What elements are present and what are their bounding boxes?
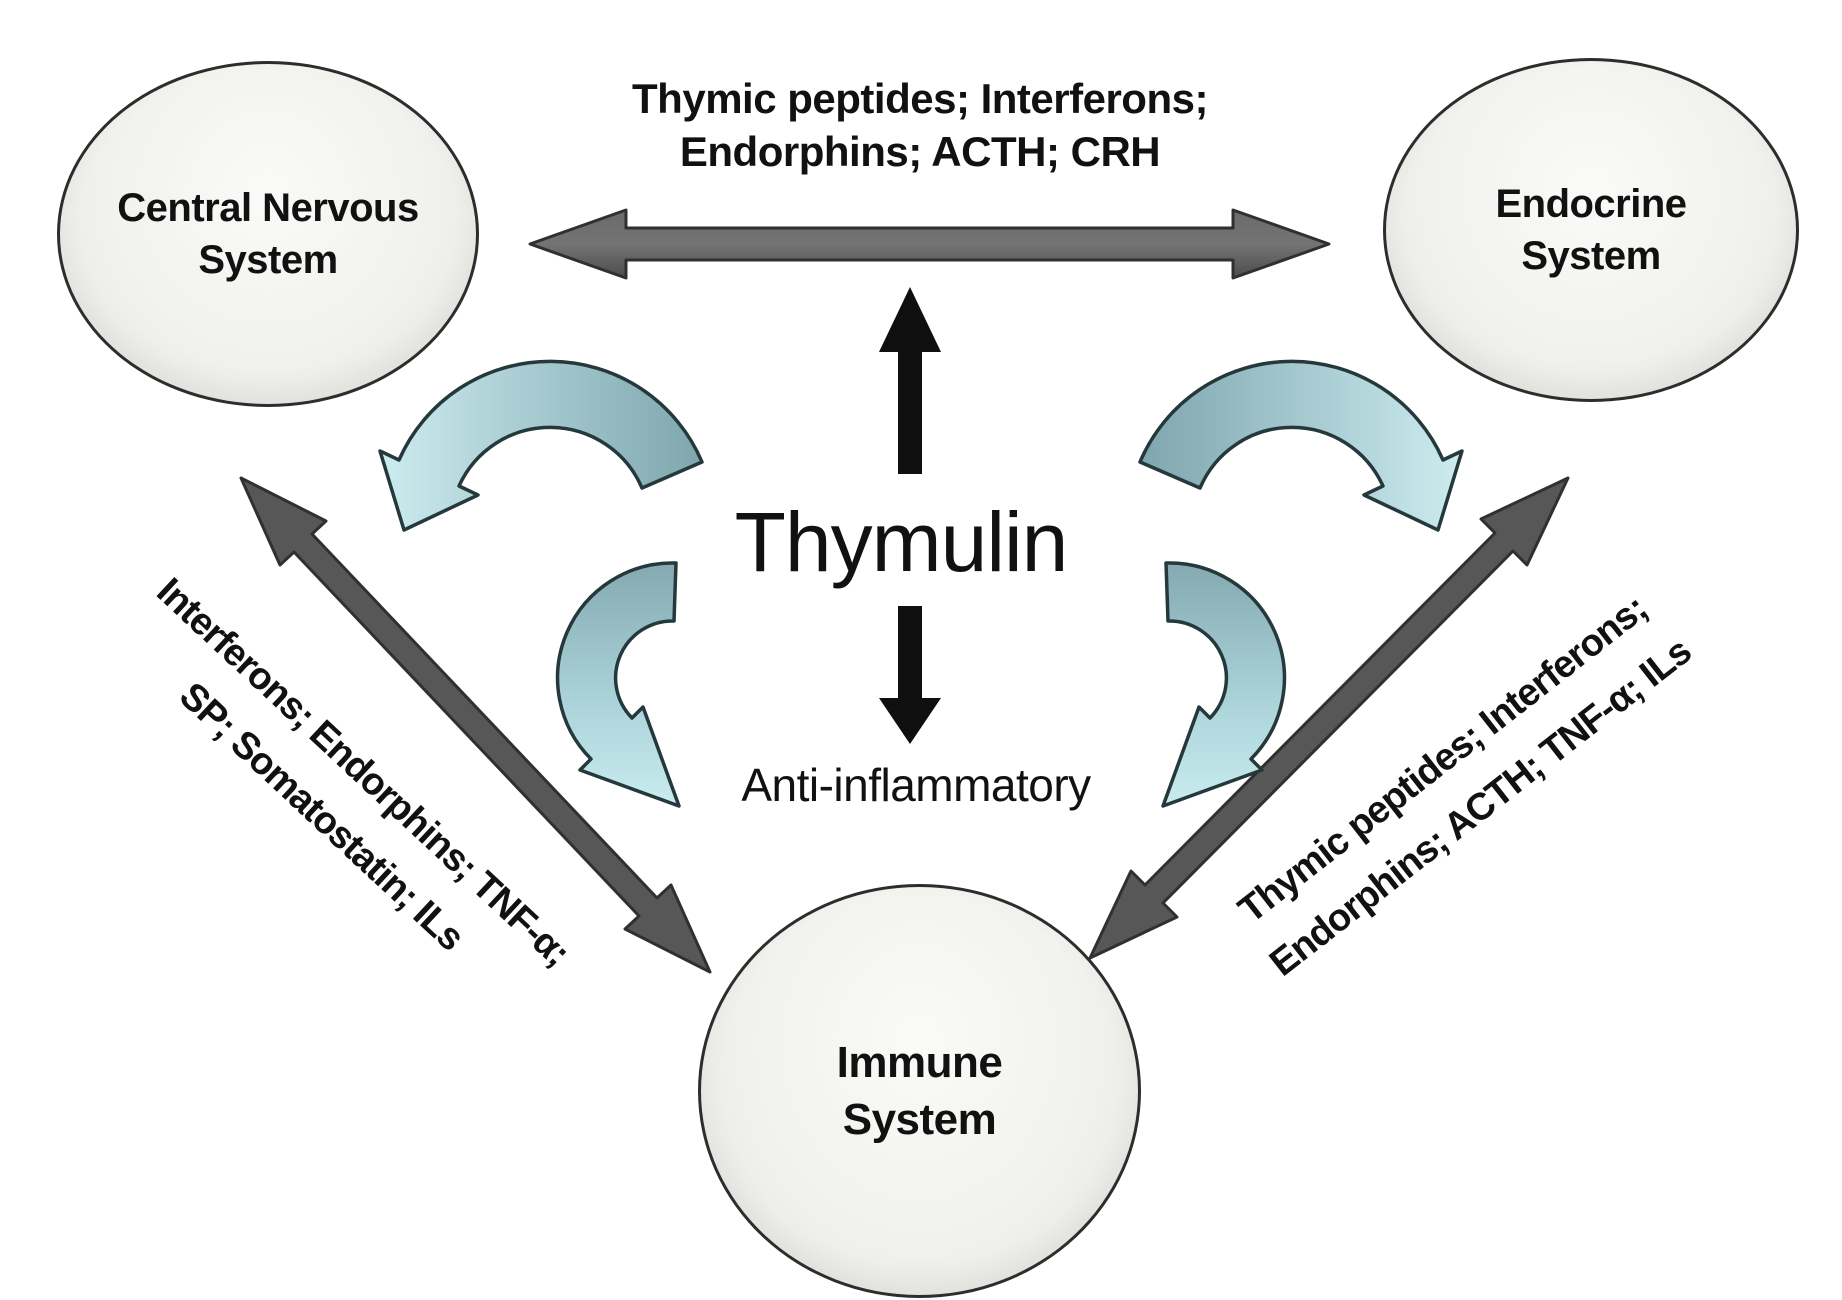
immune-label-line2: System xyxy=(842,1095,997,1144)
thymulin-to-immune-right-curved-arrow xyxy=(1161,561,1287,808)
thymulin-label: Thymulin xyxy=(734,495,1069,589)
thymulin-to-immune-left-curved-arrow xyxy=(555,561,681,808)
thymulin-to-cns-curved-arrow xyxy=(378,359,704,532)
cns-endocrine-mediators-label: Thymic peptides; Interferons; Endorphins… xyxy=(420,72,1420,179)
cns-label-line1: Central Nervous xyxy=(117,186,419,230)
cns-label-line2: System xyxy=(198,238,338,282)
cns-endocrine-arrow xyxy=(528,208,1331,280)
thymulin-down-arrow xyxy=(879,606,941,744)
cns-immune-arrow xyxy=(239,476,712,974)
endocrine-label-line2: System xyxy=(1521,234,1661,278)
cns-endocrine-mediators-line2: Endorphins; ACTH; CRH xyxy=(679,128,1161,176)
endocrine-label-line1: Endocrine xyxy=(1495,182,1687,226)
cns-node: Central Nervous System xyxy=(57,61,479,407)
immune-label-line1: Immune xyxy=(836,1037,1003,1087)
thymulin-to-endocrine-curved-arrow xyxy=(1138,359,1464,532)
immune-node: Immune System xyxy=(698,884,1141,1298)
anti-inflammatory-label: Anti-inflammatory xyxy=(741,759,1091,811)
cns-endocrine-mediators-line1: Thymic peptides; Interferons; xyxy=(632,75,1208,122)
endocrine-node: Endocrine System xyxy=(1383,58,1799,402)
thymulin-up-arrow xyxy=(879,287,941,474)
